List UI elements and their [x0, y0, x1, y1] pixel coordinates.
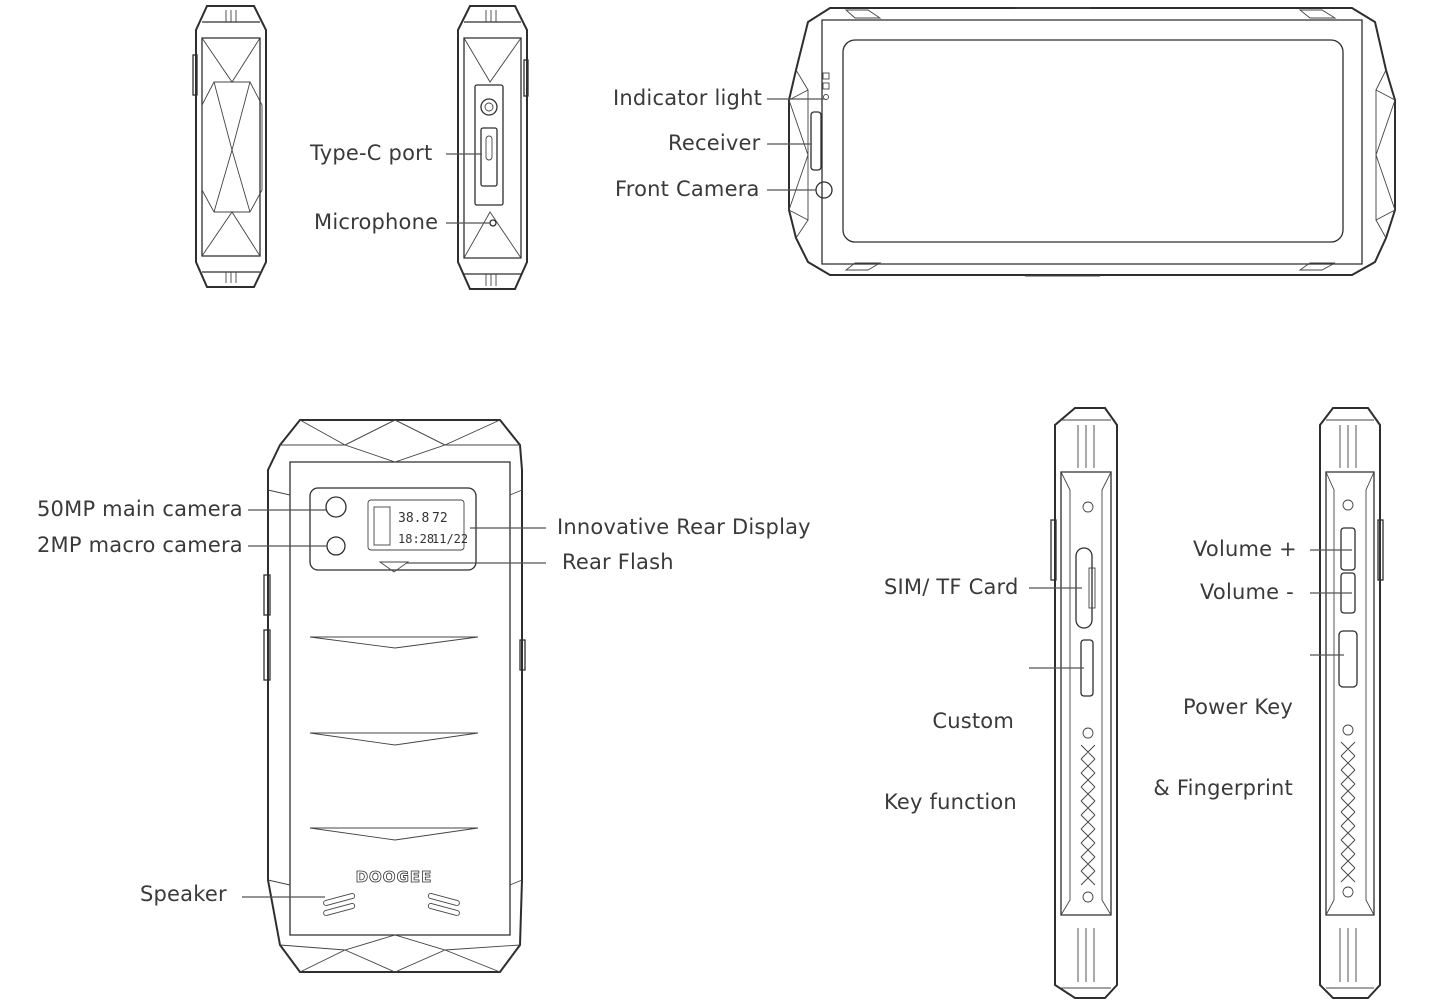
label-custom-key-line1: Custom	[932, 709, 1014, 733]
speaker-grille	[323, 893, 460, 916]
label-custom-key: Custom Key function	[884, 654, 1017, 843]
label-sim-tf-card: SIM/ TF Card	[884, 575, 1019, 599]
label-type-c-port: Type-C port	[310, 141, 433, 165]
label-power-key-line2: & Fingerprint	[1153, 776, 1293, 800]
label-power-key: Power Key & Fingerprint	[1150, 640, 1293, 829]
label-volume-up: Volume +	[1193, 537, 1297, 561]
rear-display-temp2: 72	[432, 511, 448, 526]
label-rear-flash: Rear Flash	[562, 550, 674, 574]
label-front-camera: Front Camera	[615, 177, 760, 201]
rear-display-time: 18:28	[398, 532, 434, 546]
brand-logo: DOOGEE	[356, 868, 433, 886]
label-main-camera: 50MP main camera	[37, 497, 243, 521]
side-view-top-left	[192, 5, 267, 288]
label-speaker: Speaker	[140, 882, 227, 906]
label-receiver: Receiver	[668, 131, 761, 155]
label-volume-down: Volume -	[1200, 580, 1294, 604]
rear-display-temp1: 38.8	[398, 511, 429, 526]
label-microphone: Microphone	[314, 210, 439, 234]
label-indicator-light: Indicator light	[613, 86, 763, 110]
rear-display-date: 11/22	[432, 532, 468, 546]
back-view	[263, 419, 526, 973]
label-power-key-line1: Power Key	[1182, 695, 1293, 719]
label-custom-key-line2: Key function	[884, 790, 1017, 814]
side-view-bottom-edge	[457, 5, 529, 290]
label-rear-display: Innovative Rear Display	[557, 515, 811, 539]
label-macro-camera: 2MP macro camera	[37, 533, 243, 557]
side-view-left-edge	[1050, 407, 1118, 999]
side-view-right-edge	[1319, 407, 1384, 999]
front-view	[788, 7, 1396, 277]
